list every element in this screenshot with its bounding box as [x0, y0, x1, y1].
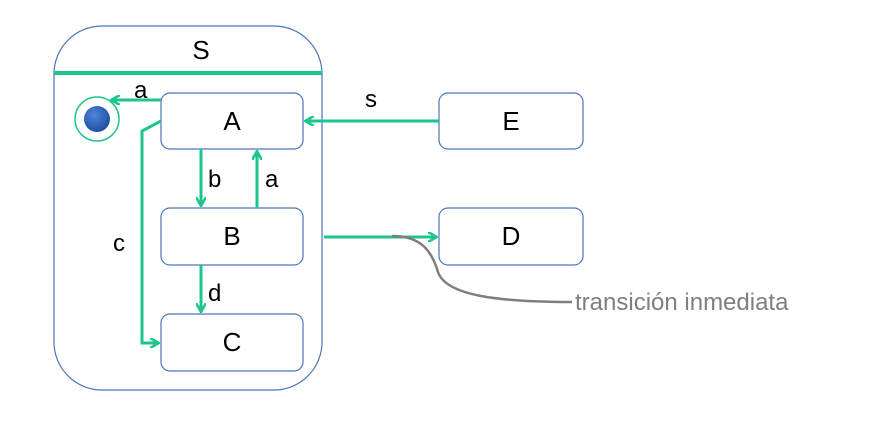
- transition-c-label: c: [113, 230, 125, 257]
- transition-a-initial-label: a: [134, 77, 148, 104]
- state-c-label: C: [223, 327, 242, 357]
- transition-b: b: [201, 149, 221, 205]
- transition-d: d: [201, 265, 221, 311]
- transition-a-back: a: [257, 152, 279, 208]
- transition-d-label: d: [208, 280, 221, 307]
- state-d-label: D: [502, 221, 521, 251]
- state-a-label: A: [223, 106, 241, 136]
- transition-s: s: [306, 86, 439, 121]
- transition-b-label: b: [208, 166, 221, 193]
- initial-state-icon: [74, 96, 120, 142]
- annotation-label: transición inmediata: [575, 289, 789, 316]
- transition-a-to-final: a: [112, 77, 161, 104]
- transition-a-back-label: a: [265, 166, 279, 193]
- state-b: B: [160, 207, 304, 266]
- annotation-callout: transición inmediata: [391, 234, 789, 316]
- state-d: D: [438, 207, 584, 266]
- state-e-label: E: [502, 106, 519, 136]
- transition-c: c: [113, 119, 162, 343]
- transition-s-label: s: [365, 86, 377, 113]
- composite-state-s-label: S: [192, 35, 209, 65]
- state-e: E: [438, 92, 584, 150]
- state-a: A: [160, 92, 304, 150]
- annotation-connector: [391, 234, 573, 304]
- state-b-label: B: [223, 221, 240, 251]
- state-c: C: [160, 313, 304, 372]
